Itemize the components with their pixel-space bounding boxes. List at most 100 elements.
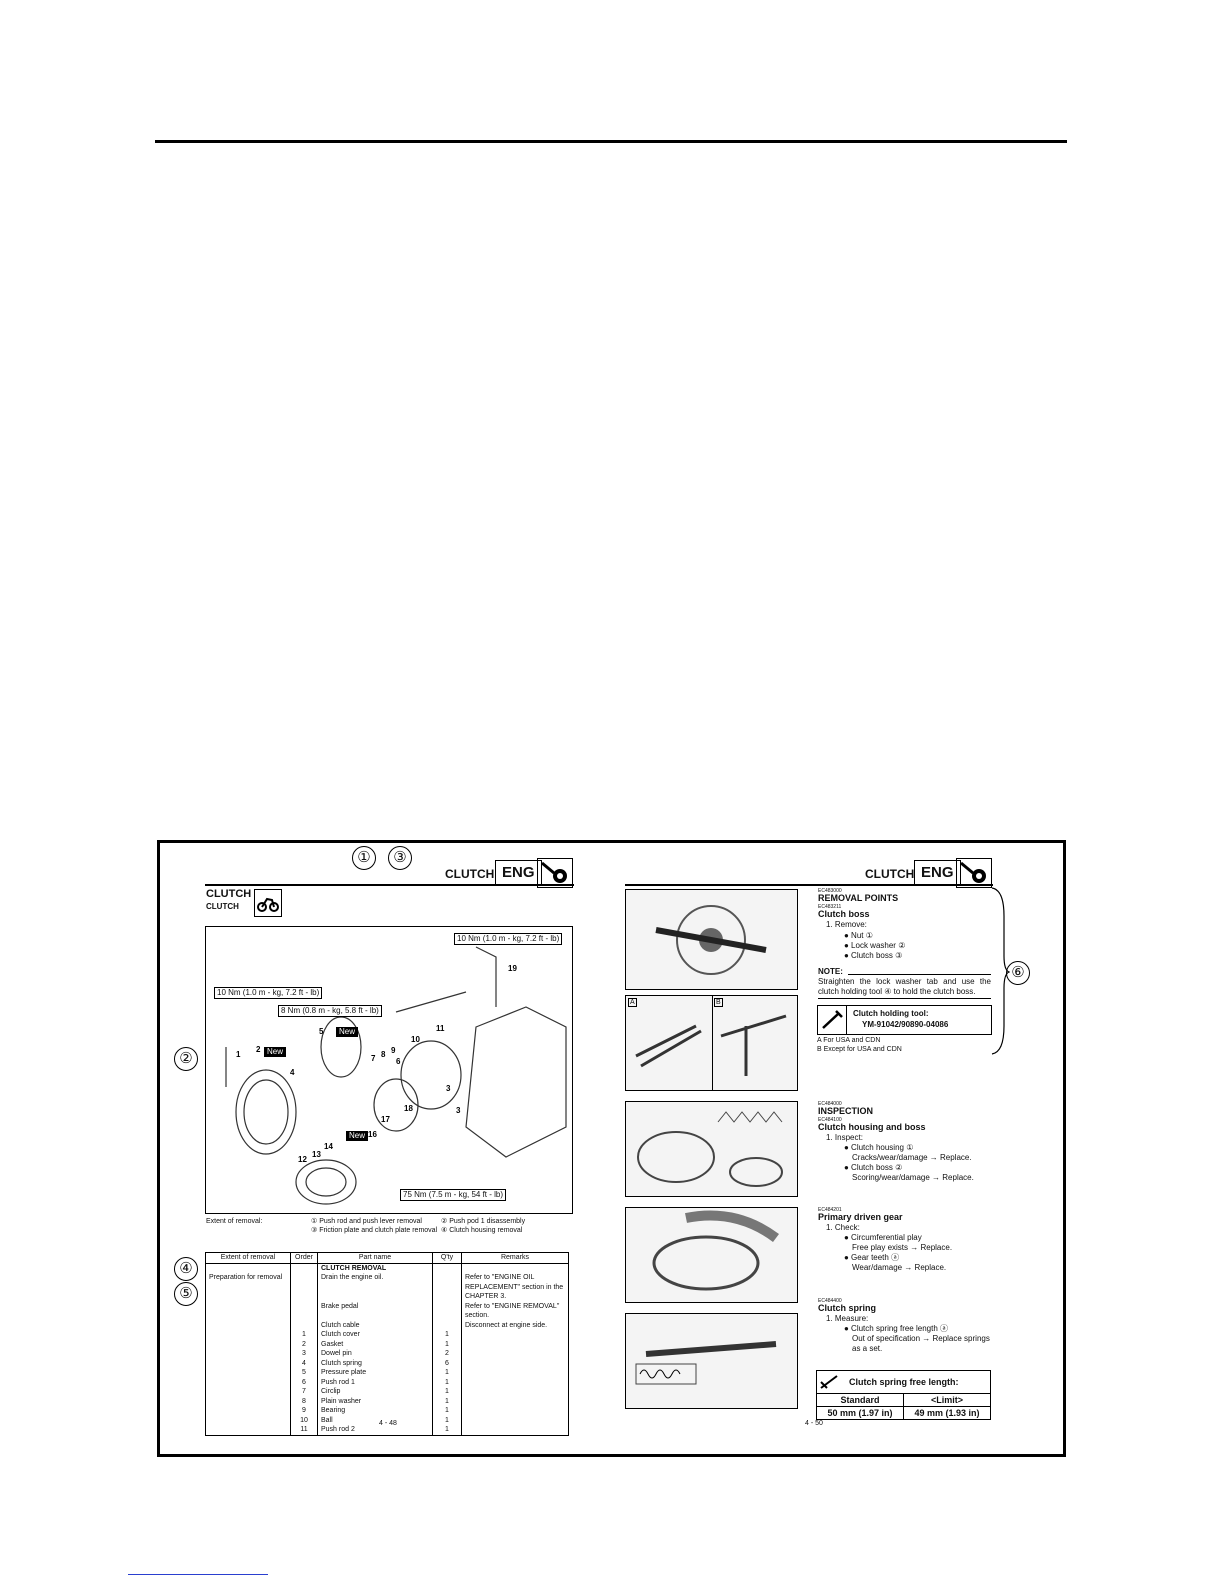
- extent-item: ① Push rod and push lever removal: [311, 1218, 422, 1225]
- extent-item: ③ Friction plate and clutch plate remova…: [311, 1227, 438, 1234]
- table-cell: [205, 1415, 291, 1425]
- left-page-number: 4 - 48: [379, 1420, 397, 1427]
- clutch-boss-heading: Clutch boss: [818, 909, 870, 919]
- table-header-row: Extent of removal Order Part name Q'ty R…: [205, 1252, 569, 1264]
- step: 1. Remove:: [826, 920, 867, 929]
- table-cell: [461, 1349, 569, 1359]
- step: 1. Check:: [826, 1223, 860, 1232]
- spec-value: 49 mm (1.93 in): [903, 1407, 990, 1419]
- list-item: ● Gear teeth ⓐ: [844, 1253, 900, 1262]
- table-cell: 6: [432, 1358, 462, 1368]
- engine-icon: [537, 858, 573, 888]
- gear-heading: Primary driven gear: [818, 1212, 903, 1222]
- table-cell: Clutch cover: [317, 1330, 433, 1340]
- spec-table: Clutch spring free length: Standard <Lim…: [816, 1370, 991, 1420]
- torque-label-top: 10 Nm (1.0 m - kg, 7.2 ft - lb): [454, 933, 563, 945]
- divider: [712, 996, 713, 1090]
- svg-text:14: 14: [324, 1142, 333, 1151]
- table-cell: 1: [432, 1415, 462, 1425]
- table-cell: Refer to "ENGINE REMOVAL" section.: [461, 1301, 569, 1321]
- torque-label-left: 10 Nm (1.0 m - kg, 7.2 ft - lb): [214, 987, 323, 999]
- table-cell: 1: [432, 1425, 462, 1436]
- table-cell: [205, 1349, 291, 1359]
- list-item: ● Lock washer ②: [844, 941, 906, 950]
- svg-text:9: 9: [391, 1046, 396, 1055]
- table-cell: 10: [290, 1415, 318, 1425]
- tool-label: Clutch holding tool:: [853, 1009, 929, 1018]
- parts-table: Extent of removal Order Part name Q'ty R…: [205, 1252, 569, 1436]
- table-cell: [290, 1320, 318, 1330]
- marker-2: ②: [174, 1047, 198, 1071]
- table-cell: 5: [290, 1368, 318, 1378]
- code: EC483211: [818, 904, 842, 910]
- table-cell: [205, 1377, 291, 1387]
- note-rule: [848, 974, 991, 975]
- code: EC484400: [818, 1298, 842, 1304]
- table-row: Brake pedal Refer to "ENGINE REMOVAL" sec…: [205, 1301, 569, 1321]
- list-item: Out of specification → Replace springs: [852, 1334, 990, 1343]
- table-cell: [461, 1330, 569, 1340]
- svg-text:19: 19: [508, 964, 517, 973]
- table-cell: Push rod 2: [317, 1425, 433, 1436]
- left-header-title: CLUTCH: [445, 867, 495, 881]
- col-order: Order: [290, 1252, 318, 1264]
- wrench-icon: [822, 1010, 843, 1029]
- table-cell: Pressure plate: [317, 1368, 433, 1378]
- list-item: ● Clutch boss ③: [844, 951, 903, 960]
- region-b: B Except for USA and CDN: [817, 1046, 902, 1053]
- step: 1. Inspect:: [826, 1133, 863, 1142]
- table-cell: 1: [432, 1377, 462, 1387]
- table-cell: Disconnect at engine side.: [461, 1320, 569, 1330]
- box-a-label: A: [628, 998, 637, 1007]
- box-b-label: B: [714, 998, 723, 1007]
- right-eng-tag: ENG: [914, 860, 961, 886]
- table-cell: [432, 1263, 462, 1273]
- table-cell: [205, 1358, 291, 1368]
- table-cell: Ball: [317, 1415, 433, 1425]
- table-cell: [205, 1320, 291, 1330]
- engine-icon: [956, 858, 992, 888]
- table-cell: [290, 1263, 318, 1273]
- list-item: ● Nut ①: [844, 931, 873, 940]
- section-title: CLUTCH: [206, 888, 252, 900]
- table-cell: Brake pedal: [317, 1301, 433, 1321]
- table-cell: [432, 1320, 462, 1330]
- table-cell: Push rod 1: [317, 1377, 433, 1387]
- spec-header: Standard: [840, 1395, 880, 1405]
- table-cell: CLUTCH REMOVAL: [317, 1263, 433, 1273]
- step: 1. Measure:: [826, 1314, 869, 1323]
- svg-text:16: 16: [368, 1130, 377, 1139]
- table-cell: 1: [432, 1396, 462, 1406]
- spec-header: <Limit>: [903, 1394, 990, 1406]
- table-cell: Circlip: [317, 1387, 433, 1397]
- table-cell: 6: [290, 1377, 318, 1387]
- spec-title-row: Clutch spring free length:: [817, 1371, 990, 1393]
- list-item: ● Circumferential play: [844, 1233, 922, 1242]
- divider: [846, 1006, 847, 1034]
- code: EC484100: [818, 1117, 842, 1123]
- table-cell: 4: [290, 1358, 318, 1368]
- footer-link-underline[interactable]: [128, 1574, 268, 1575]
- table-cell: 11: [290, 1425, 318, 1436]
- svg-text:6: 6: [396, 1057, 401, 1066]
- photo-clutch-housing: [625, 1101, 798, 1197]
- svg-text:12: 12: [298, 1155, 307, 1164]
- table-cell: Preparation for removal: [205, 1273, 291, 1302]
- table-cell: 1: [432, 1387, 462, 1397]
- photo-clutch-boss: [625, 889, 798, 990]
- code: EC484201: [818, 1207, 842, 1213]
- table-cell: [461, 1377, 569, 1387]
- note-rule-bottom: [818, 998, 991, 999]
- right-page-number: 4 - 50: [805, 1420, 823, 1427]
- list-item: Wear/damage → Replace.: [852, 1263, 947, 1272]
- table-cell: [205, 1263, 291, 1273]
- col-extent: Extent of removal: [205, 1252, 291, 1264]
- list-item: Scoring/wear/damage → Replace.: [852, 1173, 974, 1182]
- svg-text:4: 4: [290, 1068, 295, 1077]
- table-cell: [205, 1406, 291, 1416]
